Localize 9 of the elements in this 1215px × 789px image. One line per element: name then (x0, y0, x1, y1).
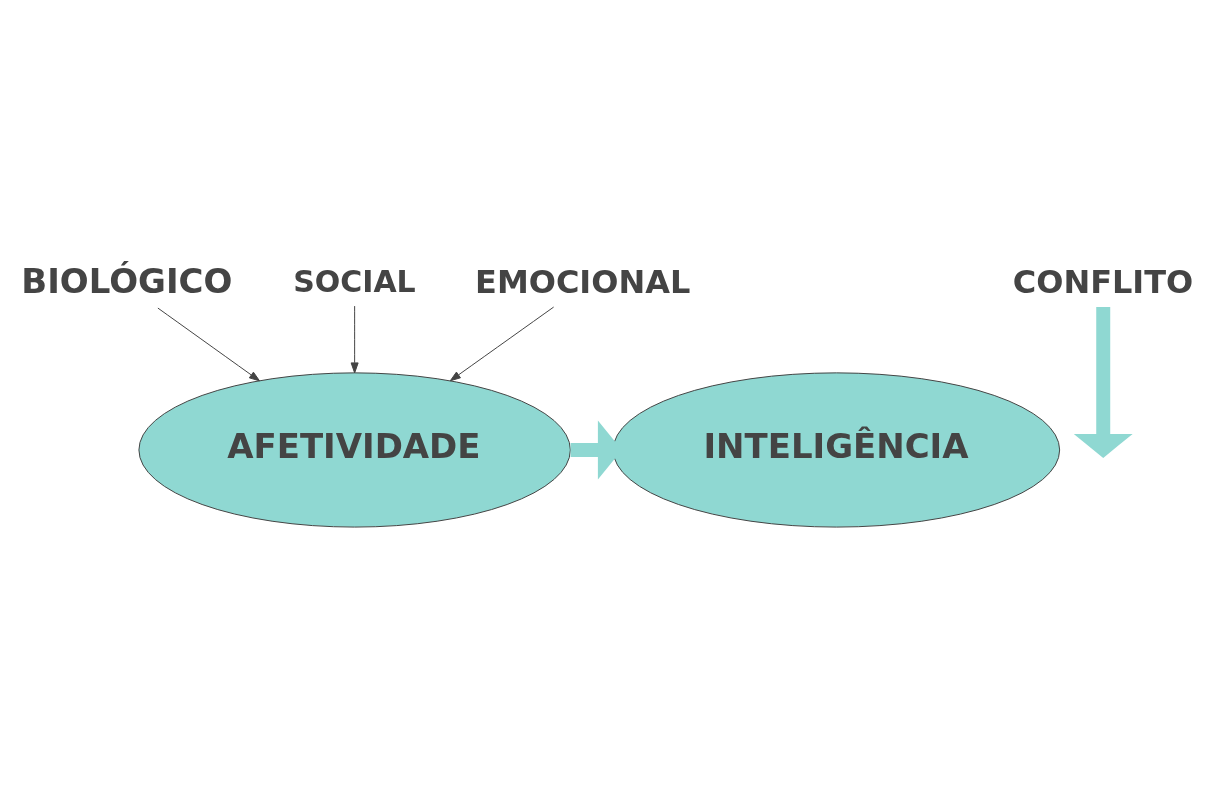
node-text: CONFLITO (1012, 262, 1194, 301)
arrow (1073, 306, 1133, 458)
node-text: EMOCIONAL (475, 262, 691, 301)
node-text: SOCIAL (293, 263, 416, 299)
arrow (449, 306, 555, 381)
node-text: BIOLÓGICO (21, 260, 233, 301)
arrow (157, 307, 260, 381)
node-ellipse: INTELIGÊNCIA (612, 371, 1061, 528)
arrow (350, 305, 359, 373)
